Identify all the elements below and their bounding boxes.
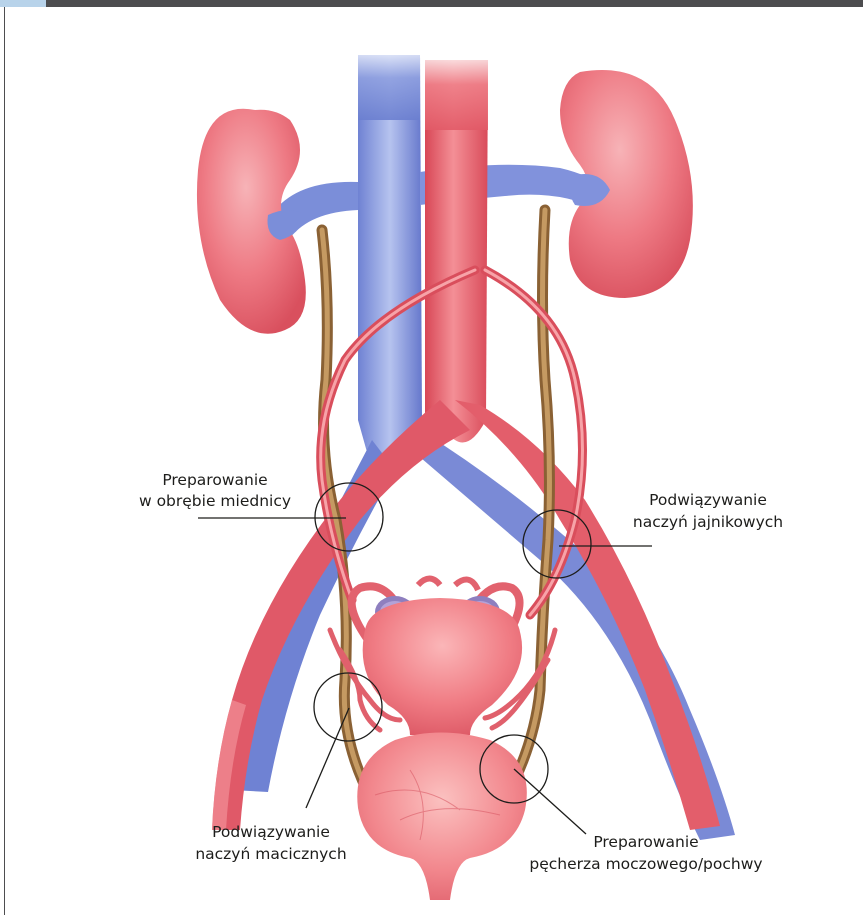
label-pelvic-line1: Preparowanie bbox=[162, 471, 267, 489]
label-bladder: Preparowanie pęcherza moczowego/pochwy bbox=[529, 833, 762, 873]
label-pelvic: Preparowanie w obrębie miednicy bbox=[139, 471, 291, 510]
label-pelvic-line2: w obrębie miednicy bbox=[139, 492, 291, 510]
label-uterine-line1: Podwiązywanie bbox=[212, 823, 330, 841]
label-uterine-line2: naczyń macicznych bbox=[195, 845, 346, 863]
left-kidney bbox=[197, 109, 306, 334]
right-kidney bbox=[560, 70, 693, 298]
label-uterine: Podwiązywanie naczyń macicznych bbox=[195, 823, 346, 863]
label-ovarian-line1: Podwiązywanie bbox=[649, 491, 767, 509]
uterine-leader bbox=[306, 708, 349, 808]
label-ovarian: Podwiązywanie naczyń jajnikowych bbox=[633, 491, 783, 531]
label-bladder-line2: pęcherza moczowego/pochwy bbox=[529, 855, 762, 873]
label-ovarian-line2: naczyń jajnikowych bbox=[633, 513, 783, 531]
bladder bbox=[357, 733, 527, 901]
label-bladder-line1: Preparowanie bbox=[593, 833, 698, 851]
